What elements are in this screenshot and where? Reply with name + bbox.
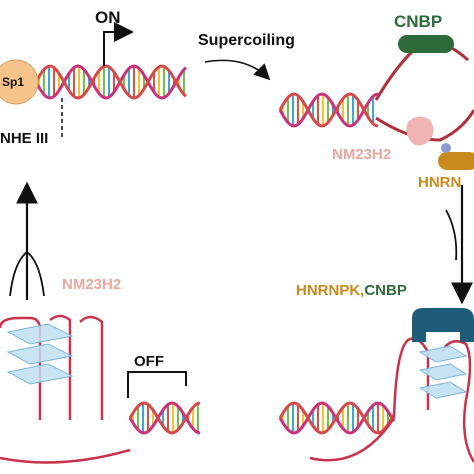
g-quadruplex-loop-3: [79, 315, 104, 420]
hnrnpk-protein-top: [438, 152, 474, 170]
g-quadruplex-planes-left: [6, 323, 74, 385]
on-promoter-arrow: [103, 22, 134, 66]
supercoiling-arrow: [204, 59, 271, 81]
cnbp-top-label: CNBP: [394, 12, 443, 31]
dna-strand: [128, 401, 201, 435]
supercoiling-label: Supercoiling: [198, 32, 295, 49]
cnbp-protein-top: [398, 35, 454, 53]
sp1-protein: [0, 59, 39, 105]
dna-helix-bottom-left: [128, 401, 201, 435]
small-blue-protein: [441, 143, 451, 153]
melted-strand-red-2: [375, 109, 474, 142]
hnrnpk-top-label: HNRN: [418, 174, 462, 191]
sp1-label: Sp1: [2, 75, 25, 89]
dna-exit-strand-left: [0, 448, 131, 464]
nm23h2-protein-shape: [406, 116, 434, 146]
on-label: ON: [95, 8, 121, 27]
hnrnpk-cnbp-label: HNRNPK,CNBP: [296, 282, 407, 299]
g-quadruplex-loop-2: [49, 314, 72, 420]
hnrnpk-label-part: HNRNPK,: [296, 282, 365, 299]
nm23h2-right-label: NM23H2: [332, 146, 392, 163]
left-branch-left: [9, 251, 28, 297]
dna-strand: [278, 401, 396, 435]
dna-strand: [278, 92, 379, 128]
dna-strand: [278, 92, 379, 128]
teal-protein-bound: [412, 308, 474, 342]
off-label: OFF: [134, 353, 164, 370]
dna-strand: [34, 64, 188, 100]
left-branch-right: [26, 251, 45, 297]
g-quadruplex-planes-right: [418, 345, 468, 399]
dna-exit-strand-right: [309, 417, 396, 462]
nm23h2-left-label: NM23H2: [62, 276, 122, 293]
dna-helix-top-right: [278, 92, 379, 128]
dna-strand: [34, 64, 188, 100]
nhe-iii-label: NHE III: [0, 130, 49, 147]
dna-helix-bottom-right: [278, 401, 396, 435]
dna-helix-top-left: [34, 64, 188, 100]
off-promoter-arrow: [127, 371, 187, 398]
dna-strand: [128, 401, 201, 435]
right-branch-curve: [445, 209, 458, 261]
cnbp-label-part: CNBP: [364, 282, 407, 299]
quadruplex-loop-right-a: [392, 337, 430, 419]
quadruplex-loop-right-b: [440, 340, 474, 463]
dna-strand: [278, 401, 396, 435]
